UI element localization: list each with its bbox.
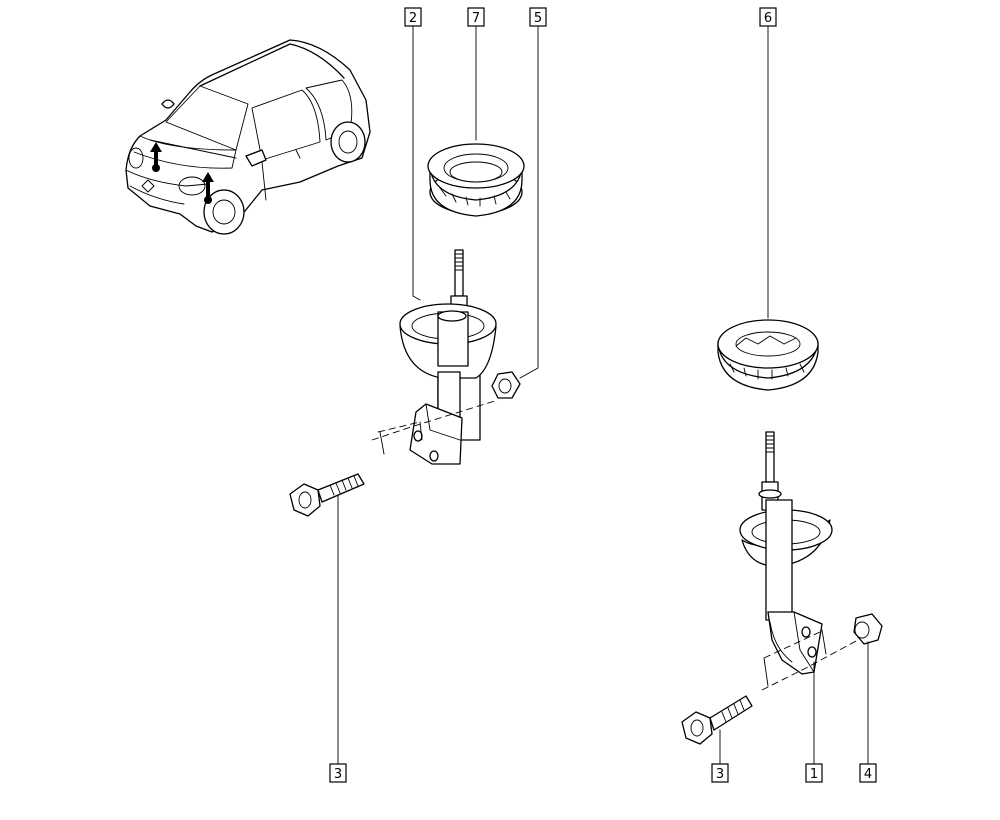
svg-text:7: 7 — [472, 11, 480, 26]
svg-text:3: 3 — [334, 767, 342, 782]
callout-2: 2 — [404, 7, 422, 27]
part-6-spring-seat — [717, 319, 819, 391]
callout-5: 5 — [529, 7, 547, 27]
part-5-nut — [491, 371, 521, 399]
callout-7: 7 — [467, 7, 485, 27]
callout-1: 1 — [805, 763, 823, 783]
svg-text:4: 4 — [864, 767, 872, 782]
svg-text:2: 2 — [409, 11, 417, 26]
part-1-shock-absorber — [739, 431, 859, 691]
svg-text:3: 3 — [716, 767, 724, 782]
svg-text:1: 1 — [810, 767, 818, 782]
part-3-bolt-right — [681, 695, 753, 745]
car-location-illustration — [125, 39, 371, 235]
part-4-nut — [853, 613, 883, 645]
callout-6: 6 — [759, 7, 777, 27]
leader-lines — [337, 25, 869, 765]
callout-3-right: 3 — [711, 763, 729, 783]
svg-text:5: 5 — [534, 11, 542, 26]
svg-text:6: 6 — [764, 11, 772, 26]
part-2-shock-absorber — [371, 249, 499, 465]
callout-4: 4 — [859, 763, 877, 783]
part-7-spring-seat — [427, 143, 525, 217]
callout-3-left: 3 — [329, 763, 347, 783]
part-3-bolt-left — [289, 473, 365, 517]
